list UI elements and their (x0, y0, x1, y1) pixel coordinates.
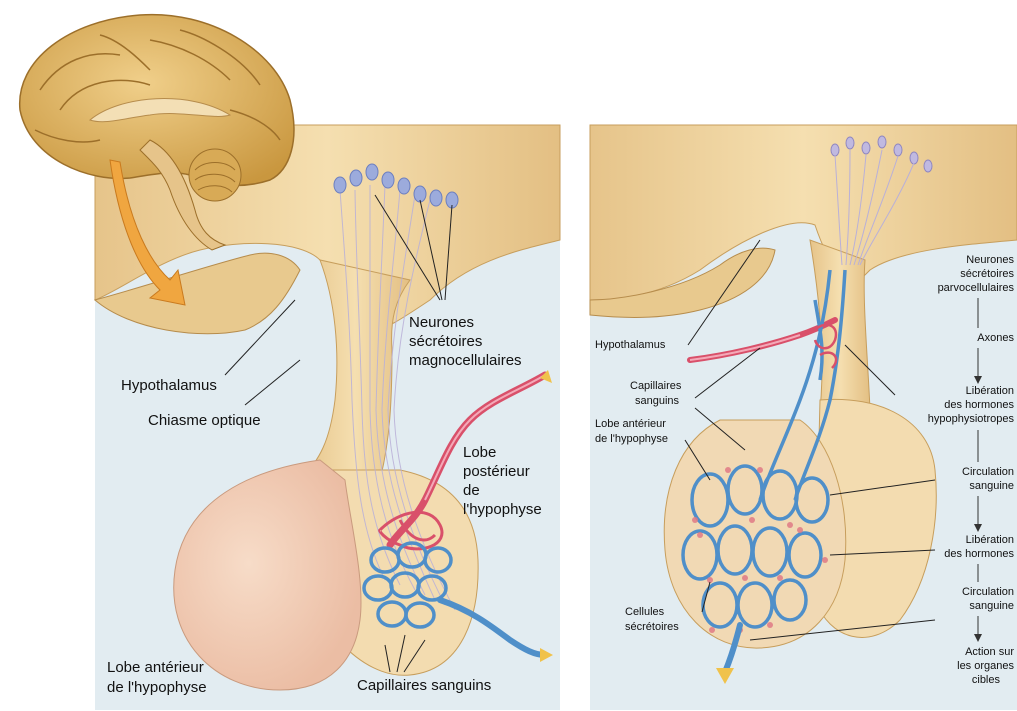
neuron-cell (924, 160, 932, 172)
flow-step-3-line1: Libération (966, 385, 1014, 397)
flow-step-3-line2: des hormones (944, 399, 1014, 411)
label-lobe-post-line2: postérieur (463, 463, 530, 480)
flow-step-1-line3: parvocellulaires (938, 282, 1015, 294)
secretory-cell (742, 575, 748, 581)
secretory-cell (822, 557, 828, 563)
flow-step-6-line1: Circulation (962, 586, 1014, 598)
label-capillaires: Capillaires sanguins (357, 677, 491, 694)
secretory-cell (797, 527, 803, 533)
secretory-cell (697, 532, 703, 538)
flow-step-3-line3: hypophysiotropes (928, 413, 1015, 425)
neuron-cell (862, 142, 870, 154)
neuron-cell (382, 172, 394, 188)
secretory-cell (777, 575, 783, 581)
label-lobe-ant-line1: Lobe antérieur (107, 659, 204, 676)
secretory-cell (767, 622, 773, 628)
label-neurones-line1: Neurones (409, 314, 474, 331)
label-chiasme: Chiasme optique (148, 412, 261, 429)
right-label-capillaires-line1: Capillaires (630, 380, 682, 392)
cerebellum (189, 149, 241, 201)
flow-step-2: Axones (977, 332, 1014, 344)
secretory-cell (725, 467, 731, 473)
flow-step-1-line1: Neurones (966, 254, 1014, 266)
flow-step-7-line1: Action sur (965, 646, 1014, 658)
flow-step-5-line1: Libération (966, 534, 1014, 546)
secretory-cell (709, 627, 715, 633)
label-lobe-post-line3: de (463, 482, 480, 499)
secretory-cell (692, 517, 698, 523)
neuron-cell (430, 190, 442, 206)
neuron-cell (366, 164, 378, 180)
neuron-cell (878, 136, 886, 148)
neuron-cell (350, 170, 362, 186)
neuron-cell (894, 144, 902, 156)
flow-step-6-line2: sanguine (969, 600, 1014, 612)
secretory-cell (757, 467, 763, 473)
label-lobe-ant-line2: de l'hypophyse (107, 679, 207, 696)
neuron-cell (414, 186, 426, 202)
label-lobe-post-line4: l'hypophyse (463, 501, 542, 518)
secretory-cell (787, 522, 793, 528)
label-hypothalamus: Hypothalamus (121, 377, 217, 394)
neuron-cell (831, 144, 839, 156)
flow-step-1-line2: sécrétoires (960, 268, 1014, 280)
right-label-hypothalamus: Hypothalamus (595, 339, 666, 351)
right-label-lobe-ant-line1: Lobe antérieur (595, 418, 666, 430)
right-label-lobe-ant-line2: de l'hypophyse (595, 433, 668, 445)
right-label-capillaires-line2: sanguins (635, 395, 680, 407)
neuron-cell (334, 177, 346, 193)
neuron-cell (910, 152, 918, 164)
flow-step-7-line3: cibles (972, 674, 1001, 686)
flow-step-4-line2: sanguine (969, 480, 1014, 492)
label-lobe-post-line1: Lobe (463, 444, 496, 461)
neuron-cell (398, 178, 410, 194)
label-neurones-line2: sécrétoires (409, 333, 482, 350)
flow-step-4-line1: Circulation (962, 466, 1014, 478)
secretory-cell (749, 517, 755, 523)
label-neurones-line3: magnocellulaires (409, 352, 522, 369)
right-label-cellules-line2: sécrétoires (625, 621, 679, 633)
flow-step-7-line2: les organes (957, 660, 1014, 672)
flow-step-5-line2: des hormones (944, 548, 1014, 560)
neuron-cell (846, 137, 854, 149)
right-label-cellules-line1: Cellules (625, 606, 665, 618)
